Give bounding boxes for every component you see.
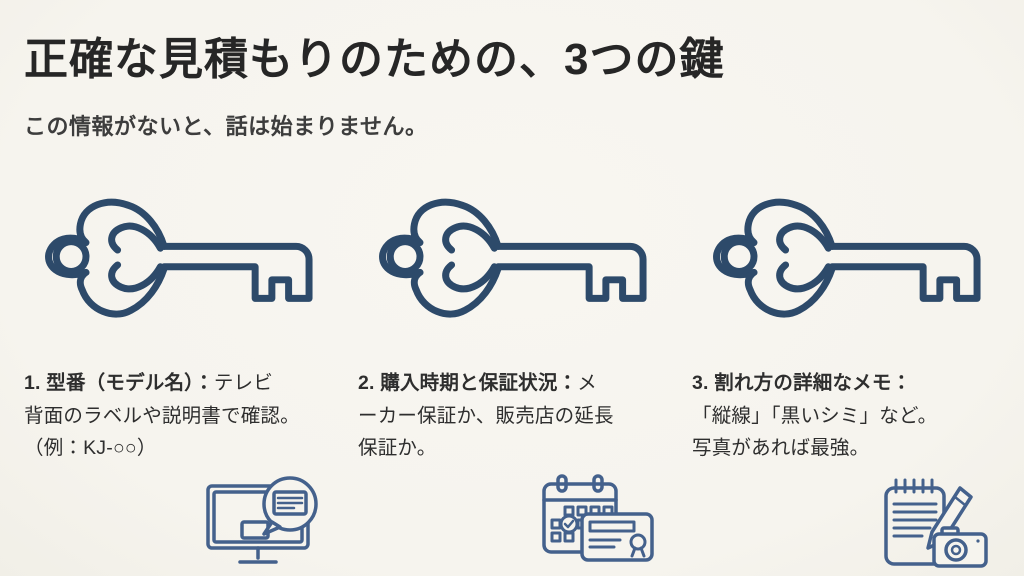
item-text: 1. 型番（モデル名）：テレビ 背面のラベルや説明書で確認。 （例：KJ-○○） — [24, 367, 332, 471]
item-text: 2. 購入時期と保証状況：メ ーカー保証か、販売店の延長 保証か。 — [358, 367, 666, 471]
calendar-warranty-icon — [538, 473, 658, 575]
key-icon — [358, 185, 666, 343]
item-model-number: 1. 型番（モデル名）：テレビ 背面のラベルや説明書で確認。 （例：KJ-○○） — [24, 367, 332, 575]
key-icon-1 — [24, 185, 332, 343]
tv-model-label-icon — [204, 473, 324, 575]
content-row: 1. 型番（モデル名）：テレビ 背面のラベルや説明書で確認。 （例：KJ-○○） — [24, 367, 1000, 575]
item-lead: 3. 割れ方の詳細なメモ： — [692, 371, 912, 394]
item-lead: 2. 購入時期と保証状況： — [358, 371, 578, 394]
notepad-pen-camera-icon — [872, 473, 992, 575]
key-icon-3 — [692, 185, 1000, 343]
item-body: テレビ 背面のラベルや説明書で確認。 （例：KJ-○○） — [24, 371, 300, 460]
key-icons-row — [24, 185, 1000, 343]
slide-subtitle: この情報がないと、話は始まりません。 — [24, 113, 428, 139]
key-icon-2 — [358, 185, 666, 343]
key-icon — [692, 185, 1000, 343]
slide-title: 正確な見積もりのための、3つの鍵 — [24, 35, 725, 84]
item-purchase-warranty: 2. 購入時期と保証状況：メ ーカー保証か、販売店の延長 保証か。 — [358, 367, 666, 575]
item-body: 「縦線」「黒いシミ」など。 写真があれば最強。 — [692, 404, 938, 460]
item-text: 3. 割れ方の詳細なメモ： 「縦線」「黒いシミ」など。 写真があれば最強。 — [692, 367, 1000, 471]
item-lead: 1. 型番（モデル名）： — [24, 371, 214, 394]
item-body: メ ーカー保証か、販売店の延長 保証か。 — [358, 371, 614, 460]
item-damage-memo: 3. 割れ方の詳細なメモ： 「縦線」「黒いシミ」など。 写真があれば最強。 — [692, 367, 1000, 575]
key-icon — [24, 185, 332, 343]
